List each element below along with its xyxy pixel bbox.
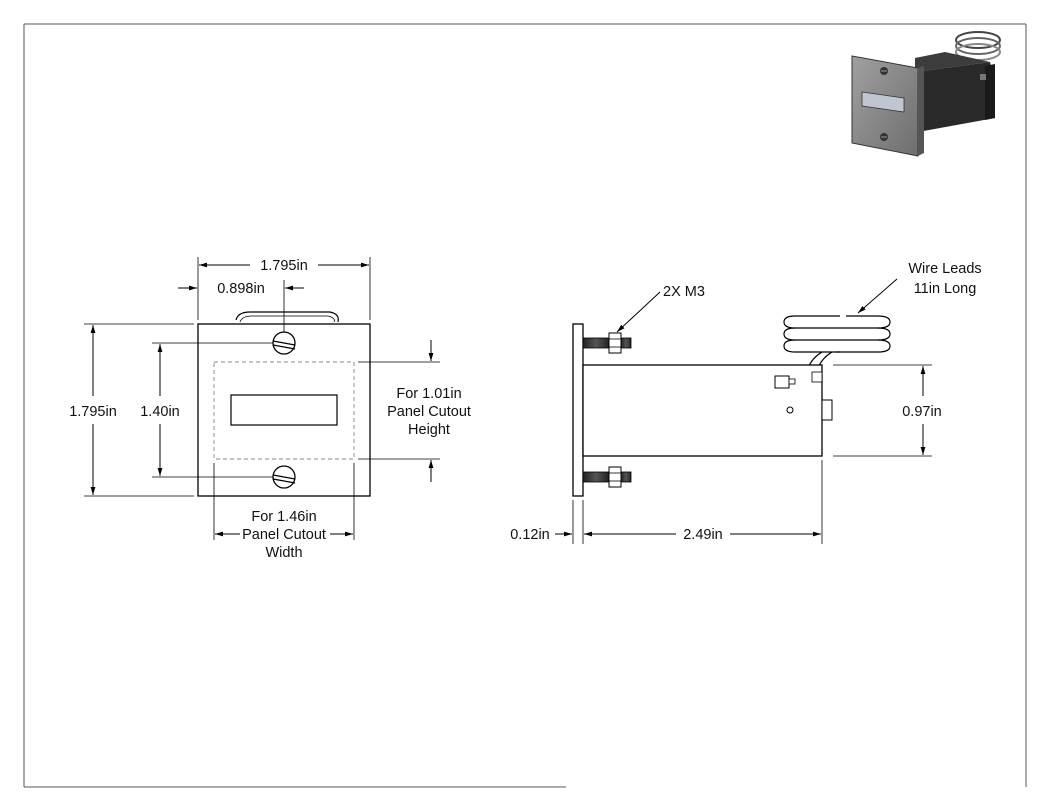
cutout-width-label-3: Width [265,545,302,561]
cutout-height-label-3: Height [408,422,450,438]
stud-top [582,332,632,354]
isometric-preview [851,31,1001,157]
wire-label-1: Wire Leads [908,261,981,277]
body-height-label: 0.97in [902,404,942,420]
screw-top [272,331,296,355]
front-hole-spacing-label: 1.40in [140,404,180,420]
stud-bottom [582,466,632,488]
mounting-flange [572,323,584,497]
wire-label-2: 11in Long [914,281,977,297]
body-length-label: 2.49in [683,527,723,543]
front-hole-offset-label: 0.898in [217,281,265,297]
cutout-height-label-2: Panel Cutout [387,404,471,420]
screws-label: 2X M3 [663,284,705,300]
front-overall-height-label: 1.795in [69,404,117,420]
cutout-width-label-1: For 1.46in [251,509,316,525]
cutout-width-label-2: Panel Cutout [242,527,326,543]
panel-cutout-outline [213,361,355,460]
wire-coil [783,315,891,369]
sheet-border [23,23,1027,788]
cutout-height-label-1: For 1.01in [396,386,461,402]
front-overall-width-label: 1.795in [260,258,308,274]
screw-bottom [272,465,296,489]
display-window [230,394,338,426]
flange-thickness-label: 0.12in [510,527,550,543]
side-view: 2X M3 Wire Leads 11in Long 0.97in 0.12in… [510,261,982,544]
front-view: 1.795in 0.898in 1.795in 1.40in For 1.01i… [69,257,471,561]
